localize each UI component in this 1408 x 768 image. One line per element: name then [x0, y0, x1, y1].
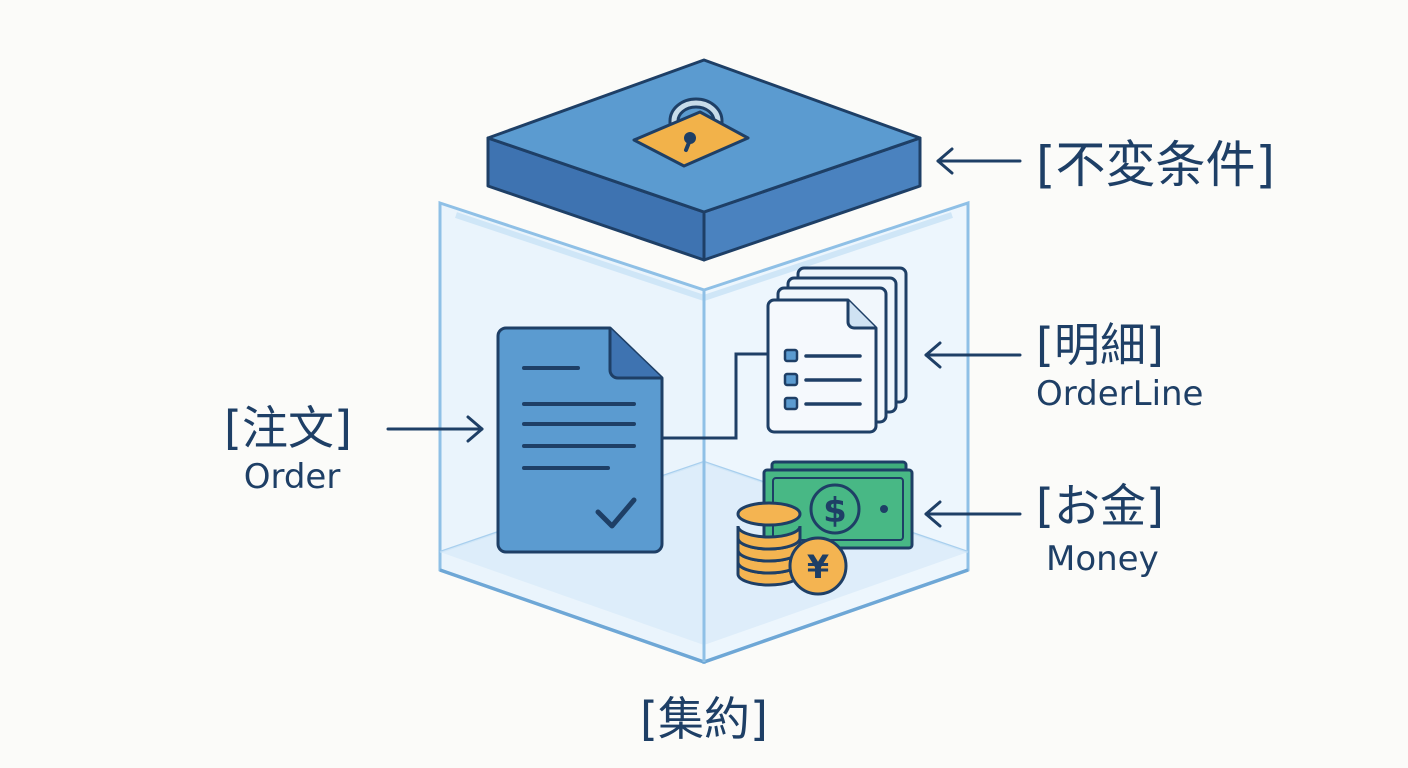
lid — [486, 58, 922, 262]
yen-symbol: ¥ — [807, 548, 829, 586]
connector-line — [662, 352, 770, 440]
yen-coin — [788, 536, 848, 596]
arrow-money — [924, 500, 1022, 528]
label-invariant: [不変条件] — [1036, 136, 1275, 194]
label-line-item-en: OrderLine — [1036, 374, 1203, 414]
arrow-line-item — [924, 341, 1022, 369]
label-order-en: Order — [244, 457, 341, 497]
lock-icon — [632, 97, 750, 168]
label-money-en: Money — [1046, 539, 1159, 579]
label-aggregate: [集約] — [640, 692, 768, 746]
arrows — [386, 147, 1022, 528]
arrow-order — [386, 415, 484, 443]
label-order: [注文] — [224, 401, 352, 455]
document-check-icon — [496, 326, 664, 554]
label-line-item: [明細] — [1036, 318, 1164, 372]
arrow-invariant — [936, 147, 1022, 175]
label-money: [お金] — [1036, 479, 1164, 533]
banknote-coins-icon: $ ¥ — [736, 460, 914, 596]
dollar-symbol: $ — [823, 491, 847, 531]
document-stack-list-icon — [766, 266, 908, 434]
